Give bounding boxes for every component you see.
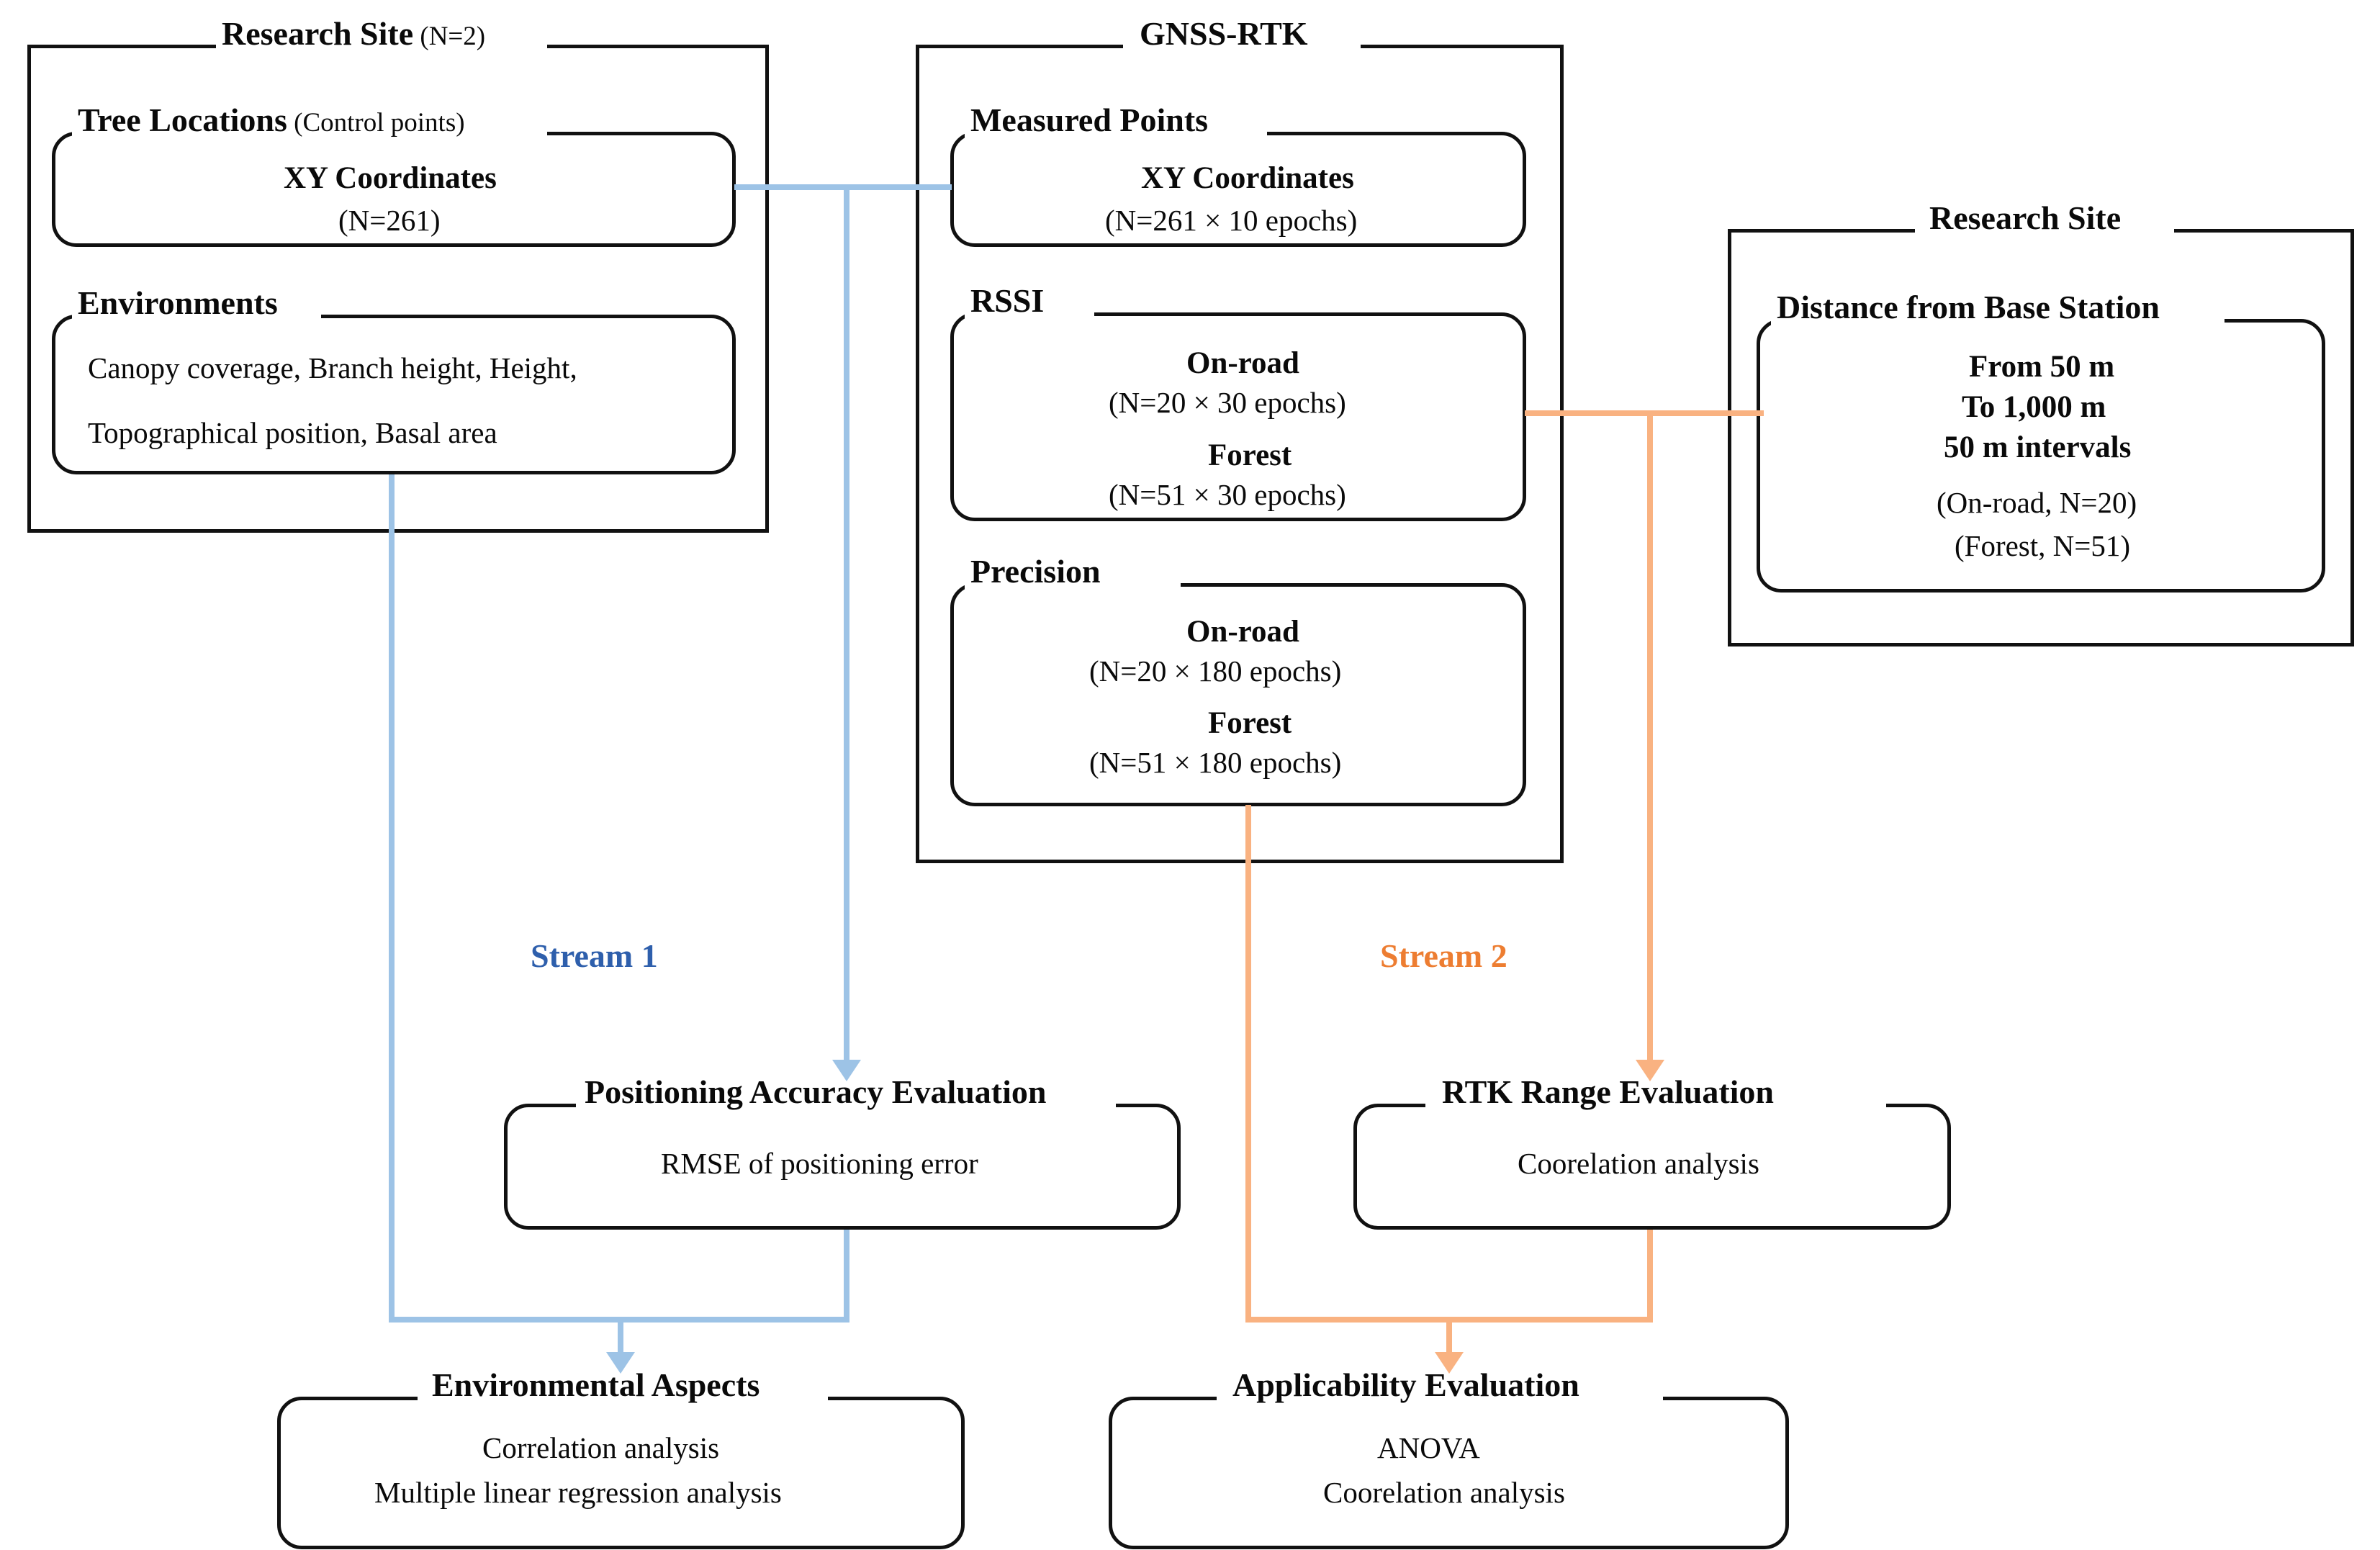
box-title-distance-from-base-station: Distance from Base Station — [1777, 289, 2160, 325]
box-title-rtk-range-evaluation: RTK Range Evaluation — [1442, 1073, 1775, 1110]
arrow-orange-to-applicability — [1435, 1352, 1464, 1374]
connector-orange-vertical-from-rtk-range — [1647, 1230, 1653, 1322]
connector-orange-vertical-to-applicability — [1446, 1317, 1452, 1354]
legend-mask-environments — [72, 302, 321, 328]
connector-blue-vertical-to-positioning — [844, 184, 849, 1061]
distance-line-4: (On-road, N=20) — [1937, 486, 2137, 519]
connector-orange-horizontal-link — [1525, 410, 1764, 416]
group-title-gnss-rtk: GNSS-RTK — [1140, 15, 1308, 52]
distance-line-3: 50 m intervals — [1944, 431, 2132, 464]
legend-mask-research-site-left — [216, 33, 547, 59]
box-rssi — [950, 312, 1526, 521]
box-precision — [950, 583, 1526, 806]
measured-points-line-1: XY Coordinates — [1141, 161, 1354, 195]
box-title-plain: (Control points) — [287, 108, 465, 138]
box-title-environments: Environments — [78, 284, 278, 321]
precision-line-2: (N=20 × 180 epochs) — [1089, 654, 1342, 688]
rtk-range-line-1: Coorelation analysis — [1518, 1147, 1759, 1180]
tree-locations-line-2: (N=261) — [338, 204, 441, 237]
legend-mask-distance — [1771, 307, 2225, 333]
environments-line-2: Topographical position, Basal area — [88, 416, 497, 449]
arrow-blue-to-environmental-aspects — [606, 1352, 635, 1374]
box-title-environmental-aspects: Environmental Aspects — [432, 1366, 760, 1403]
box-title-positioning-accuracy-evaluation: Positioning Accuracy Evaluation — [585, 1073, 1047, 1110]
box-title-measured-points: Measured Points — [970, 102, 1209, 138]
precision-line-1: On-road — [1186, 615, 1299, 649]
stream-2-label: Stream 2 — [1380, 937, 1507, 974]
group-title-plain: (N=2) — [413, 22, 486, 51]
stream-1-label: Stream 1 — [531, 937, 658, 974]
distance-line-1: From 50 m — [1969, 350, 2115, 384]
legend-mask-gnss-rtk — [1123, 33, 1361, 59]
connector-blue-vertical-from-positioning — [844, 1230, 849, 1322]
arrow-blue-to-positioning — [832, 1060, 861, 1081]
legend-mask-tree-locations — [72, 120, 547, 145]
legend-mask-rssi — [965, 300, 1094, 326]
precision-line-4: (N=51 × 180 epochs) — [1089, 746, 1342, 779]
legend-mask-applicability-evaluation — [1217, 1384, 1663, 1410]
group-title-bold: Research Site — [222, 15, 414, 52]
positioning-accuracy-line-1: RMSE of positioning error — [661, 1147, 978, 1180]
rssi-line-1: On-road — [1186, 346, 1299, 380]
precision-line-3: Forest — [1208, 706, 1292, 740]
box-title-rssi: RSSI — [970, 282, 1045, 319]
box-title-applicability-evaluation: Applicability Evaluation — [1232, 1366, 1579, 1403]
box-environmental-aspects — [277, 1397, 965, 1549]
connector-blue-vertical-from-environments — [389, 474, 395, 1322]
group-title-research-site-left: Research Site (N=2) — [222, 14, 485, 53]
environments-line-1: Canopy coverage, Branch height, Height, — [88, 351, 577, 384]
arrow-orange-to-rtk-range — [1636, 1060, 1664, 1081]
tree-locations-line-1: XY Coordinates — [284, 161, 497, 195]
rssi-line-2: (N=20 × 30 epochs) — [1109, 386, 1346, 419]
box-title-bold: Tree Locations — [78, 102, 287, 138]
measured-points-line-2: (N=261 × 10 epochs) — [1105, 204, 1358, 237]
rssi-line-4: (N=51 × 30 epochs) — [1109, 478, 1346, 511]
environmental-aspects-line-1: Correlation analysis — [482, 1431, 720, 1464]
applicability-line-1: ANOVA — [1377, 1431, 1480, 1464]
connector-blue-horizontal-link — [734, 184, 952, 190]
legend-mask-environmental-aspects — [418, 1384, 828, 1410]
legend-mask-research-site-right — [1915, 217, 2174, 243]
applicability-line-2: Coorelation analysis — [1323, 1476, 1565, 1509]
connector-orange-vertical-to-rtk-range — [1647, 410, 1653, 1061]
group-title-research-site-right: Research Site — [1929, 199, 2122, 236]
legend-mask-precision — [965, 571, 1181, 597]
legend-mask-rtk-range — [1425, 1091, 1886, 1117]
connector-orange-vertical-from-precision — [1245, 805, 1251, 1322]
box-environments — [52, 315, 736, 474]
legend-mask-positioning-accuracy — [576, 1091, 1116, 1117]
legend-mask-measured-points — [965, 120, 1267, 145]
box-title-precision: Precision — [970, 553, 1101, 590]
distance-line-2: To 1,000 m — [1962, 390, 2106, 424]
environmental-aspects-line-2: Multiple linear regression analysis — [374, 1476, 782, 1509]
distance-line-5: (Forest, N=51) — [1955, 529, 2131, 562]
box-applicability-evaluation — [1109, 1397, 1789, 1549]
connector-blue-vertical-to-environmental-aspects — [618, 1317, 623, 1354]
rssi-line-3: Forest — [1208, 438, 1292, 472]
box-title-tree-locations: Tree Locations (Control points) — [78, 101, 465, 139]
